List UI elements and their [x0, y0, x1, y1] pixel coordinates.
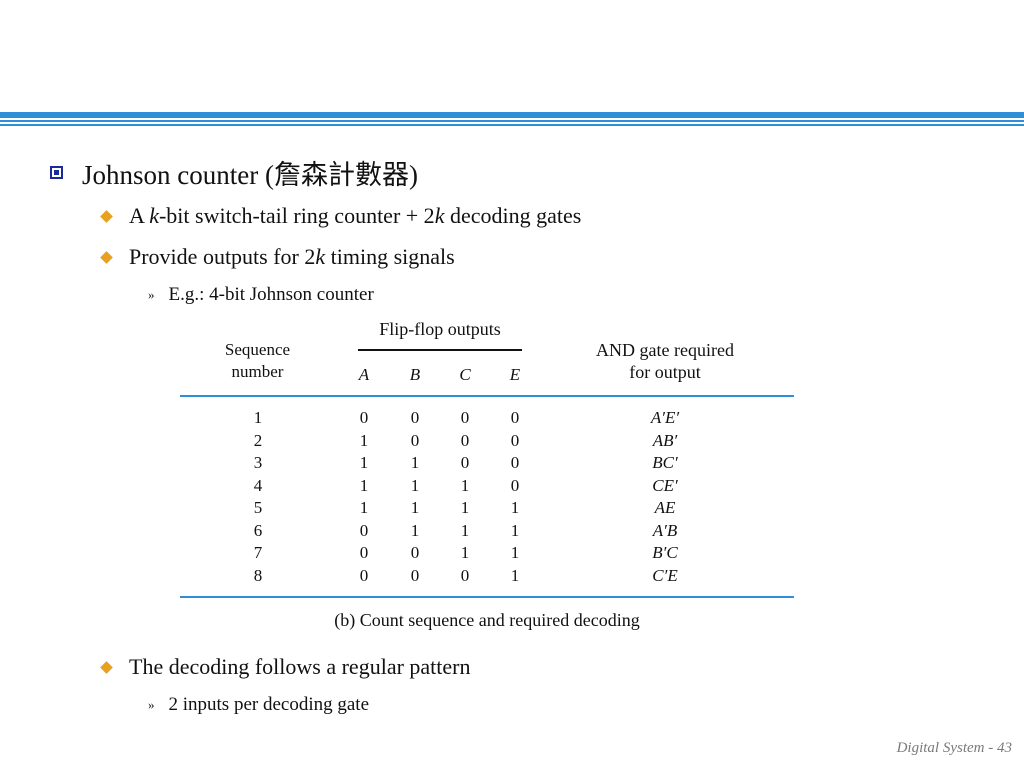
diamond-bullet-icon — [100, 250, 113, 264]
table-caption: (b) Count sequence and required decoding — [334, 610, 640, 630]
johnson-counter-table: Flip-flop outputs Sequence number AND ga… — [180, 315, 794, 645]
table-cell-a: 1 — [359, 430, 369, 450]
bullet-text: Johnson counter (詹森計數器) — [82, 160, 418, 190]
table-cell-gate: AE — [654, 498, 676, 517]
table-cell-a: 0 — [359, 543, 369, 562]
table-cell-e: 1 — [510, 565, 520, 585]
col-header-c: C — [459, 365, 471, 384]
table-cell-c: 0 — [460, 430, 470, 450]
bullet-johnson-counter: Johnson counter (詹森計數器) — [50, 153, 418, 192]
header-flip-flop-outputs: Flip-flop outputs — [379, 319, 501, 339]
table-cell-b: 1 — [410, 475, 420, 495]
table-cell-c: 1 — [460, 498, 470, 517]
header-rule-thin — [0, 124, 1024, 126]
table-cell-seq: 3 — [253, 453, 263, 472]
col-header-a: A — [358, 365, 370, 384]
table-cell-e: 1 — [510, 498, 520, 517]
bullet-text: 2 inputs per decoding gate — [168, 694, 370, 715]
table-cell-seq: 4 — [253, 475, 263, 495]
table-cell-seq: 6 — [253, 520, 263, 540]
bullet-regular-pattern: The decoding follows a regular pattern — [100, 654, 470, 680]
table-cell-c: 0 — [460, 565, 470, 585]
header-rule-thin — [0, 120, 1024, 122]
table-cell-a: 0 — [359, 565, 369, 585]
table-cell-a: 0 — [359, 520, 369, 540]
table-cell-c: 1 — [460, 475, 470, 495]
bullet-text: E.g.: 4-bit Johnson counter — [168, 284, 374, 305]
header-and-gate: AND gate required for output — [596, 340, 734, 382]
bullet-timing-signals: Provide outputs for 2k timing signals — [100, 244, 455, 270]
table-cell-e: 0 — [510, 430, 520, 450]
sub-bullet-marker: » — [148, 697, 155, 712]
table-cell-c: 0 — [460, 453, 470, 472]
bullet-two-inputs: » 2 inputs per decoding gate — [148, 694, 369, 716]
bullet-text: A k-bit switch-tail ring counter + 2k de… — [129, 203, 582, 228]
table-cell-e: 1 — [510, 520, 520, 540]
square-bullet-icon — [50, 166, 63, 179]
table-cell-gate: CE′ — [652, 475, 678, 495]
table-cell-gate: AB′ — [652, 430, 678, 450]
bullet-switch-tail: A k-bit switch-tail ring counter + 2k de… — [100, 203, 581, 229]
header-sequence-number: Sequence number — [224, 340, 291, 381]
table-cell-seq: 7 — [253, 543, 263, 562]
table-cell-b: 0 — [410, 430, 420, 450]
bullet-text: Provide outputs for 2k timing signals — [129, 244, 455, 269]
table-cell-seq: 5 — [253, 498, 263, 517]
bullet-text: The decoding follows a regular pattern — [129, 654, 471, 679]
sub-bullet-marker: » — [148, 287, 155, 302]
table-cell-e: 0 — [510, 453, 520, 472]
header-underline — [358, 349, 522, 351]
table-cell-c: 1 — [460, 520, 470, 540]
diamond-bullet-icon — [100, 209, 113, 223]
table-cell-gate: BC′ — [652, 453, 678, 472]
table-cell-seq: 1 — [253, 408, 263, 427]
table-cell-b: 1 — [410, 498, 420, 517]
table-cell-a: 1 — [359, 498, 369, 517]
header-rule-thick — [0, 112, 1024, 118]
table-cell-a: 1 — [359, 453, 369, 472]
table-cell-c: 1 — [460, 543, 470, 562]
table-cell-b: 0 — [410, 565, 420, 585]
table-cell-a: 1 — [359, 475, 369, 495]
table-cell-seq: 8 — [253, 565, 263, 585]
table-cell-gate: B′C — [652, 543, 678, 562]
col-header-b: B — [409, 365, 421, 384]
table-cell-seq: 2 — [253, 430, 263, 450]
table-cell-b: 0 — [410, 543, 420, 562]
table-cell-b: 1 — [410, 453, 420, 472]
table-cell-c: 0 — [460, 408, 470, 427]
table-cell-a: 0 — [359, 408, 369, 427]
table-bottom-rule — [180, 596, 794, 598]
col-header-e: E — [509, 365, 521, 384]
table-cell-b: 0 — [410, 408, 420, 427]
table-top-rule — [180, 395, 794, 397]
table-cell-gate: C′E — [652, 565, 678, 585]
diamond-bullet-icon — [100, 660, 113, 674]
footer-page-label: Digital System - 43 — [896, 740, 1012, 756]
table-cell-e: 1 — [510, 543, 520, 562]
table-cell-e: 0 — [510, 475, 520, 495]
bullet-example: » E.g.: 4-bit Johnson counter — [148, 284, 374, 306]
table-cell-gate: A′B — [652, 520, 678, 540]
table-cell-gate: A′E′ — [650, 408, 680, 427]
table-cell-b: 1 — [410, 520, 420, 540]
table-cell-e: 0 — [510, 408, 520, 427]
